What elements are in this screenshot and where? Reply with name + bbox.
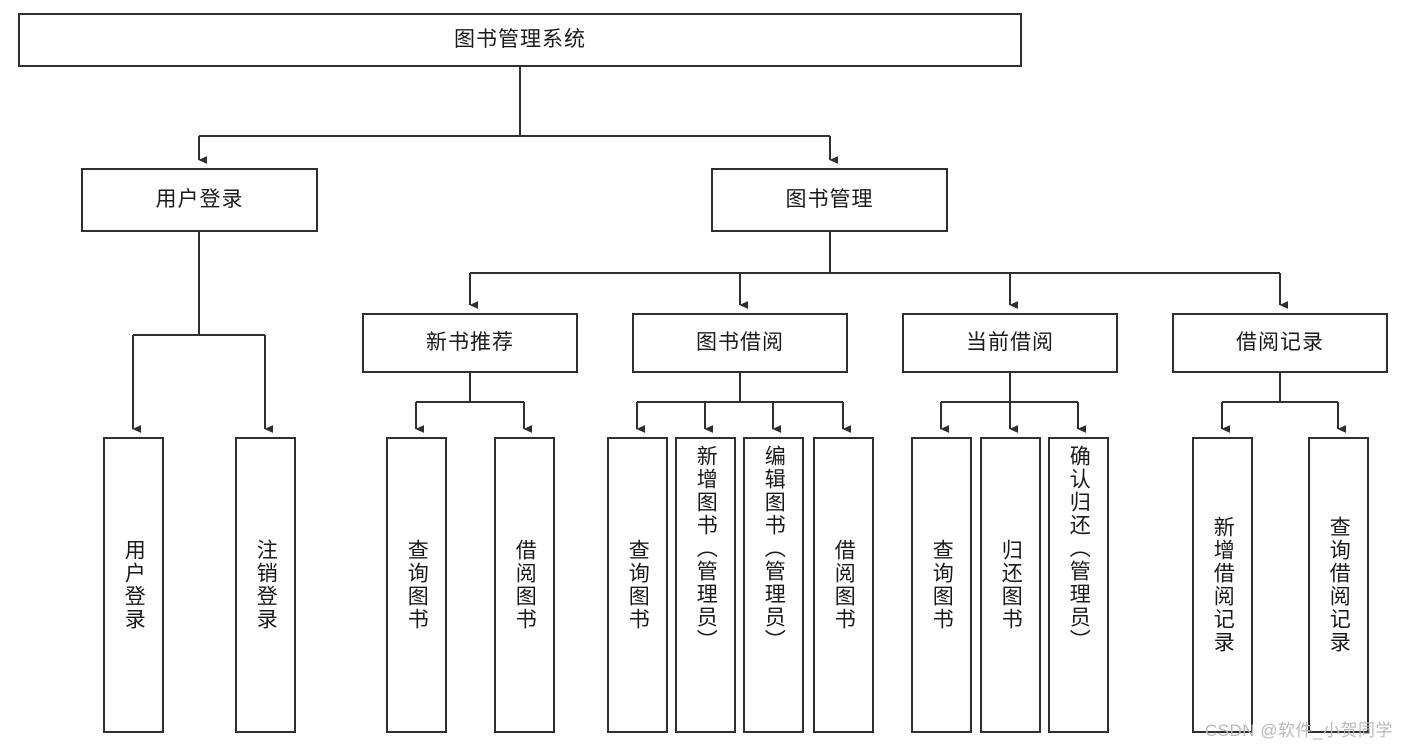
- node-label: 新增借阅记录: [1211, 516, 1235, 654]
- node-label: 图书管理: [785, 188, 874, 212]
- watermark-text: CSDN @软件_小贺同学: [1204, 721, 1393, 740]
- leaf-new-book-query[interactable]: 查询图书: [386, 437, 447, 733]
- node-root-system[interactable]: 图书管理系统: [18, 13, 1022, 67]
- node-label: 查询借阅记录: [1327, 516, 1351, 654]
- node-user-login[interactable]: 用户登录: [81, 168, 318, 232]
- leaf-current-query-book[interactable]: 查询图书: [911, 437, 972, 733]
- node-label: 确认归还（管理员）: [1067, 445, 1091, 652]
- node-label: 当前借阅: [966, 331, 1054, 355]
- node-label: 图书借阅: [696, 331, 784, 355]
- node-label: 查询图书: [405, 539, 429, 631]
- leaf-borrow-query-book[interactable]: 查询图书: [607, 437, 668, 733]
- node-label: 借阅记录: [1236, 331, 1324, 355]
- node-label: 用户登录: [122, 539, 146, 631]
- leaf-borrow-add-book-admin[interactable]: 新增图书（管理员）: [675, 437, 736, 733]
- node-book-borrow[interactable]: 图书借阅: [632, 313, 848, 373]
- leaf-records-add-record[interactable]: 新增借阅记录: [1192, 437, 1253, 733]
- node-label: 归还图书: [999, 539, 1023, 631]
- node-borrow-records[interactable]: 借阅记录: [1172, 313, 1388, 373]
- leaf-borrow-borrow-book[interactable]: 借阅图书: [813, 437, 874, 733]
- node-label: 新增图书（管理员）: [694, 445, 718, 652]
- node-label: 用户登录: [155, 188, 244, 212]
- leaf-borrow-edit-book-admin[interactable]: 编辑图书（管理员）: [743, 437, 804, 733]
- leaf-current-return-book[interactable]: 归还图书: [980, 437, 1041, 733]
- node-current-borrow[interactable]: 当前借阅: [902, 313, 1118, 373]
- leaf-current-confirm-return-admin[interactable]: 确认归还（管理员）: [1048, 437, 1109, 733]
- leaf-user-login-signin[interactable]: 用户登录: [103, 437, 164, 733]
- leaf-user-login-signout[interactable]: 注销登录: [235, 437, 296, 733]
- node-new-book-recommend[interactable]: 新书推荐: [362, 313, 578, 373]
- node-label: 新书推荐: [426, 331, 514, 355]
- node-label: 借阅图书: [832, 539, 856, 631]
- node-label: 查询图书: [930, 539, 954, 631]
- node-label: 图书管理系统: [454, 28, 586, 52]
- node-book-management[interactable]: 图书管理: [711, 168, 948, 232]
- leaf-new-book-borrow[interactable]: 借阅图书: [494, 437, 555, 733]
- node-label: 查询图书: [626, 539, 650, 631]
- node-label: 编辑图书（管理员）: [762, 445, 786, 652]
- node-label: 注销登录: [254, 539, 278, 631]
- node-label: 借阅图书: [513, 539, 537, 631]
- leaf-records-query-record[interactable]: 查询借阅记录: [1308, 437, 1369, 733]
